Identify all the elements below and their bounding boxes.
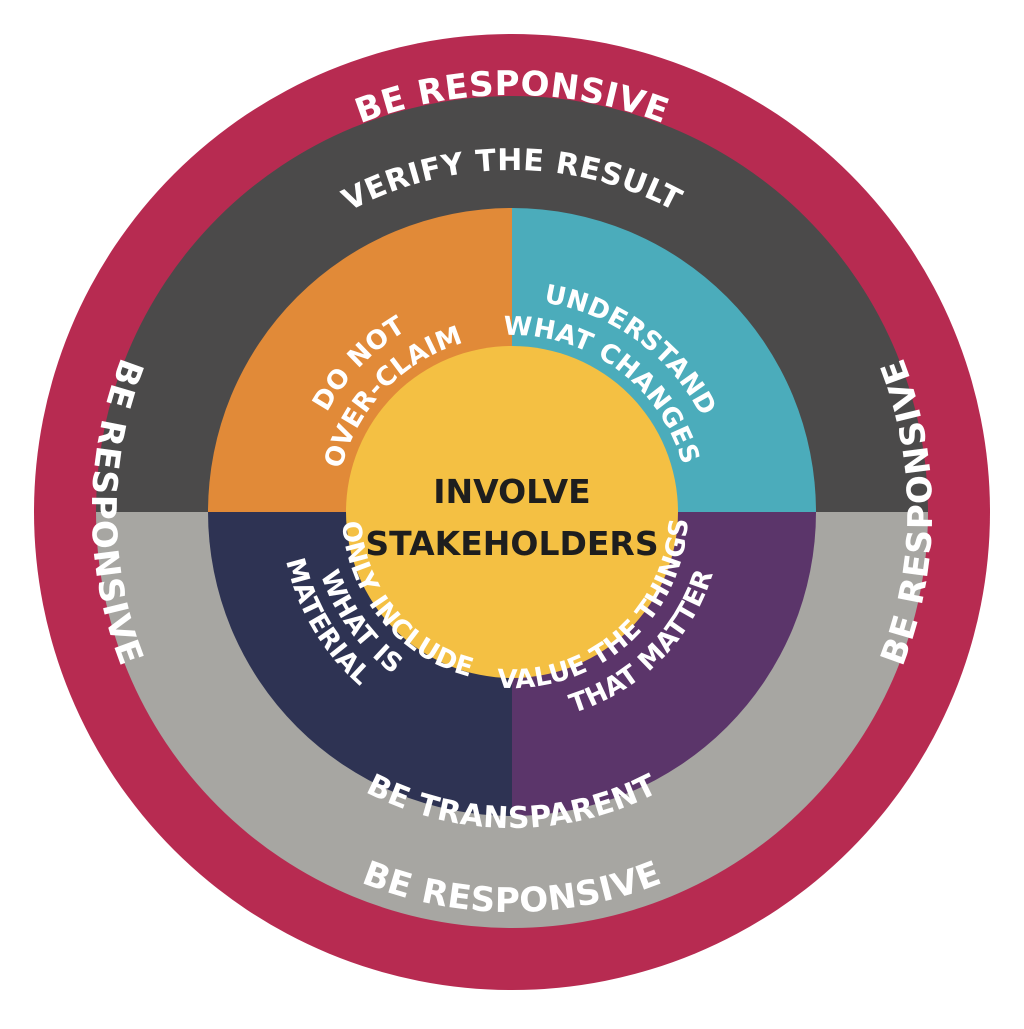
center-label-line2: STAKEHOLDERS: [365, 524, 658, 563]
center-circle: [346, 346, 678, 678]
center-label-line1: INVOLVE: [433, 472, 590, 511]
